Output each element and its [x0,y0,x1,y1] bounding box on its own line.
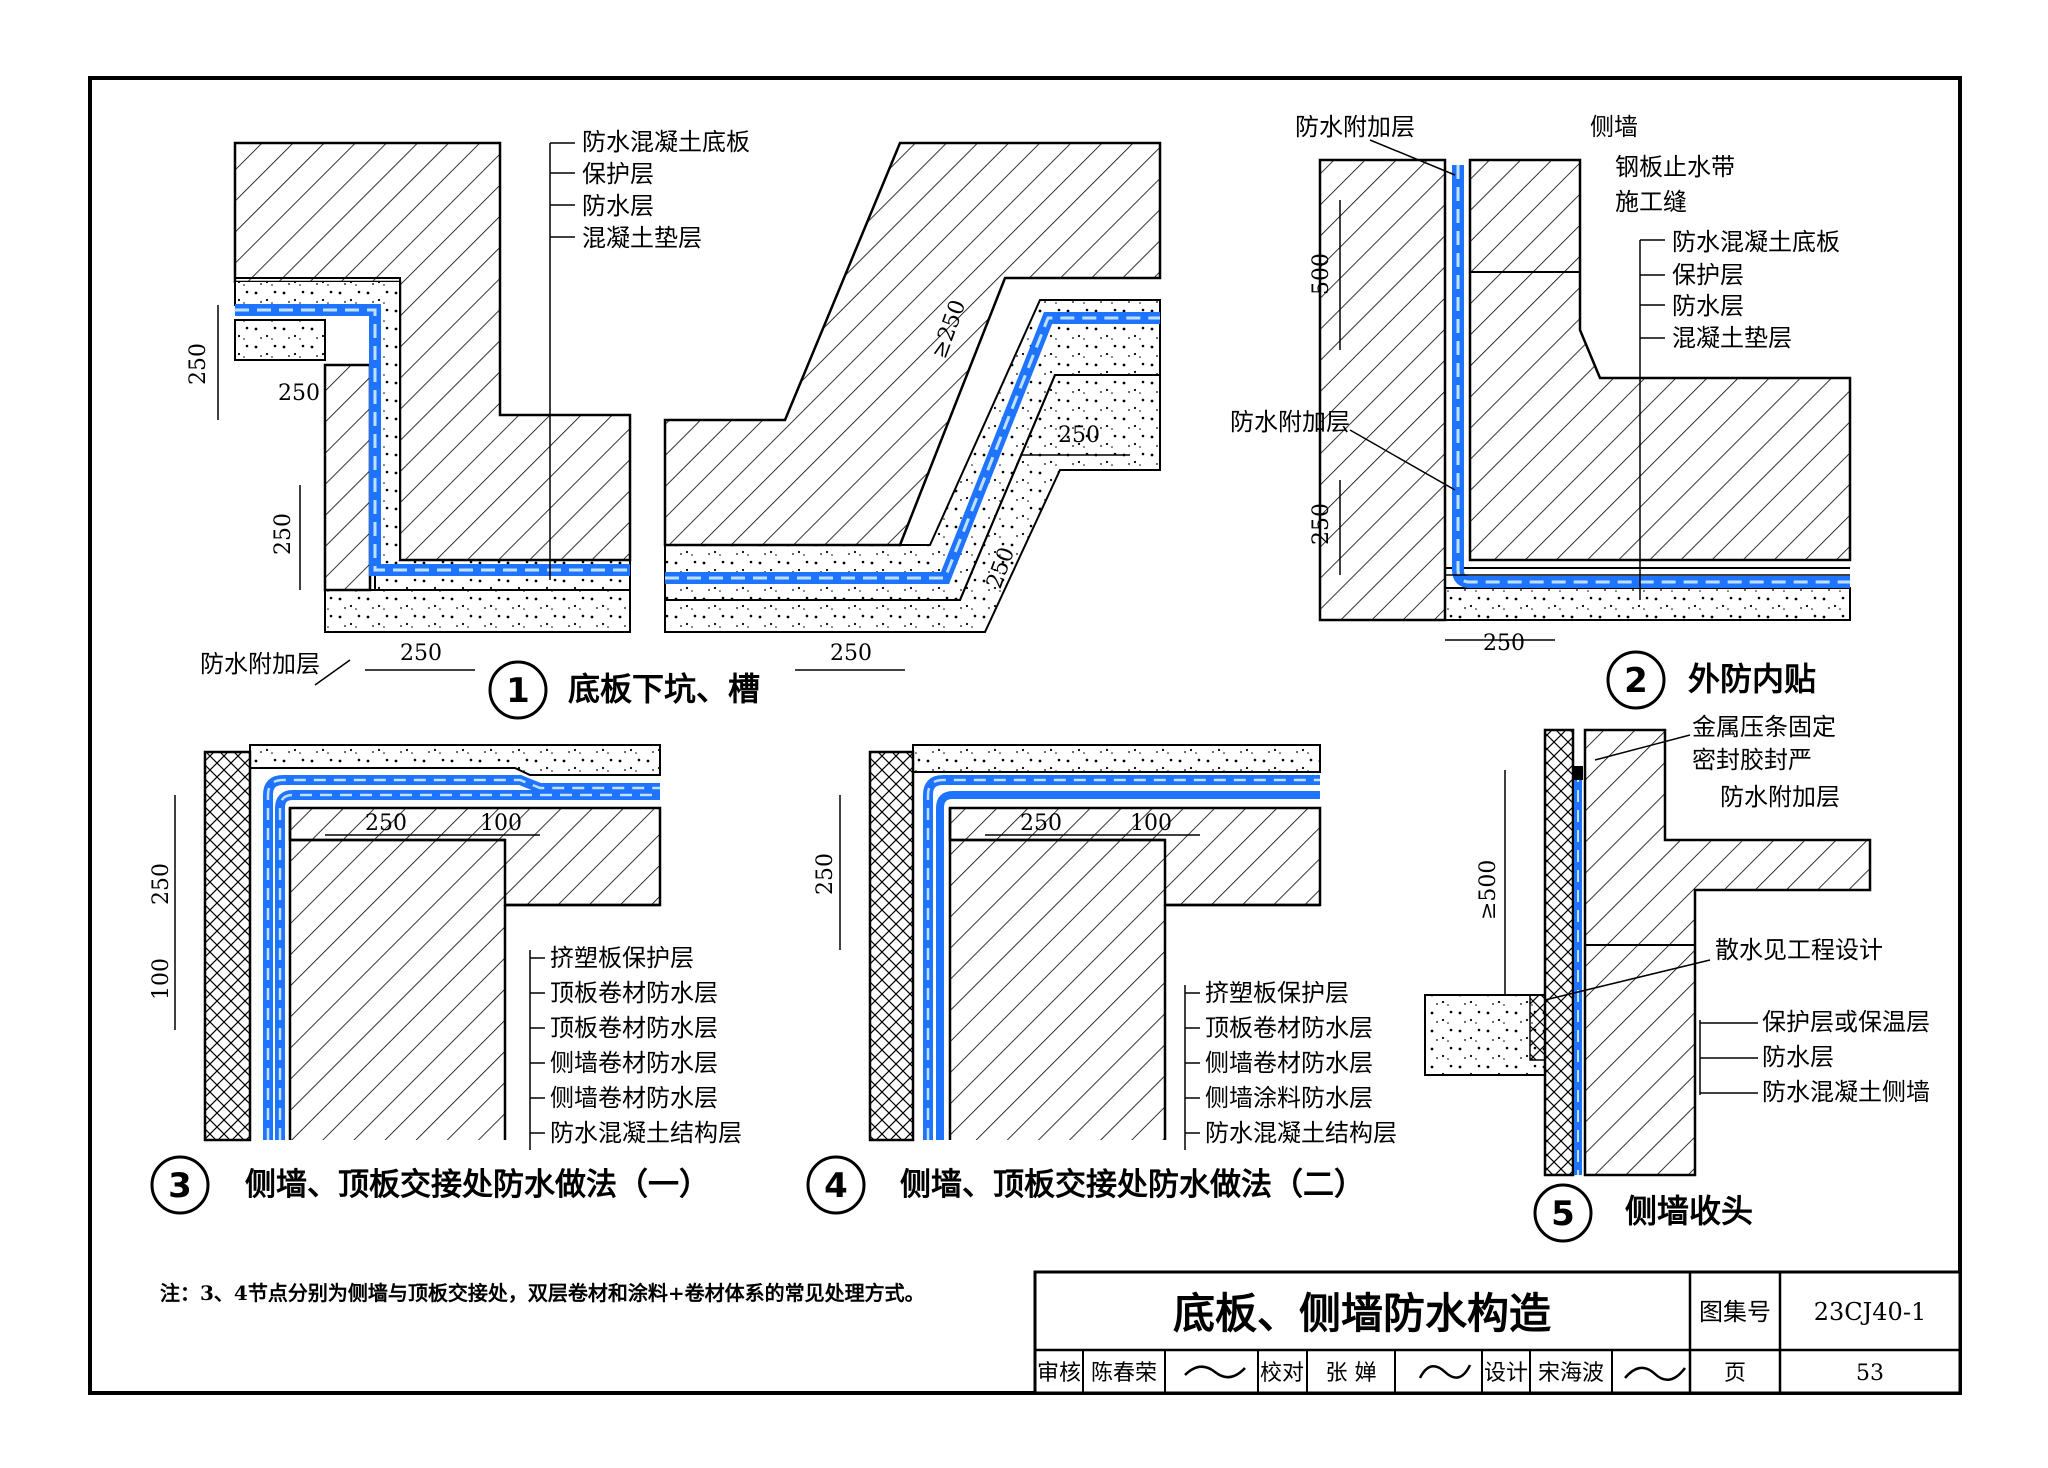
detail-2-drawing [1318,139,1852,641]
design-label: 设计 [1484,1361,1528,1386]
detail-1-dim-d: 250 [400,641,442,666]
detail-1-label-3: 混凝土垫层 [582,224,702,252]
detail-2-label-0: 防水混凝土底板 [1672,228,1840,256]
detail-3-label-1: 顶板卷材防水层 [550,979,718,1007]
detail-1-dim-f: 250 [1058,423,1100,448]
detail-3-title: 侧墙、顶板交接处防水做法（一） [245,1167,710,1203]
atlas-number: 23CJ40-1 [1814,1298,1926,1326]
detail-3-drawing [174,744,662,1150]
detail-4-title: 侧墙、顶板交接处防水做法（二） [900,1167,1365,1203]
detail-4-label-2: 侧墙卷材防水层 [1205,1049,1373,1077]
detail-3-number: 3 [168,1166,192,1206]
detail-5-label-0: 散水见工程设计 [1715,936,1883,964]
detail-2-top-label-1: 侧墙 [1590,113,1638,141]
detail-1-label-0: 防水混凝土底板 [582,128,750,156]
reviewer-signature [1184,1365,1246,1379]
detail-3-label-5: 防水混凝土结构层 [550,1119,742,1147]
review-label: 审核 [1037,1361,1081,1386]
detail-3-label-4: 侧墙卷材防水层 [550,1084,718,1112]
checker-name: 张 婵 [1326,1361,1377,1386]
detail-3-number-circle [150,1155,210,1215]
detail-2-dim-c: 250 [1483,631,1525,656]
page-label: 页 [1724,1361,1746,1386]
checker-signature [1418,1364,1472,1379]
detail-5-number: 5 [1551,1194,1575,1234]
detail-1-dim-b: 250 [278,381,320,406]
detail-2-number: 2 [1624,661,1648,701]
detail-5-top-label-0: 金属压条固定 [1692,713,1836,741]
detail-3-dim-a: 250 [149,863,174,905]
detail-4-label-4: 防水混凝土结构层 [1205,1119,1397,1147]
detail-1-extra-label: 防水附加层 [200,650,320,678]
detail-1-number: 1 [506,671,530,711]
detail-3-label-0: 挤塑板保护层 [550,944,694,972]
detail-4-label-0: 挤塑板保护层 [1205,979,1349,1007]
detail-5-label-2: 防水层 [1762,1043,1834,1071]
detail-1-title: 底板下坑、槽 [568,670,760,708]
atlas-label: 图集号 [1699,1298,1771,1326]
sheet-title: 底板、侧墙防水构造 [1173,1289,1551,1338]
detail-2-label-2: 防水层 [1672,292,1744,320]
detail-3-label-3: 侧墙卷材防水层 [550,1049,718,1077]
detail-1-dim-e: 250 [830,641,872,666]
detail-4-label-3: 侧墙涂料防水层 [1205,1084,1373,1112]
detail-5-dim-a: ≥500 [1476,860,1501,920]
detail-4-dim-c: 250 [1020,811,1062,836]
detail-2-title: 外防内贴 [1688,660,1816,698]
page-number: 53 [1856,1361,1884,1386]
detail-2-top-label-2: 钢板止水带 [1615,153,1735,181]
detail-1-label-1: 保护层 [582,160,654,188]
detail-5-label-1: 保护层或保温层 [1762,1008,1930,1036]
reviewer-name: 陈春荣 [1091,1361,1157,1386]
detail-3-dim-c: 250 [365,811,407,836]
title-block [1033,1270,1962,1395]
detail-2-label-3: 混凝土垫层 [1672,324,1792,352]
detail-2-dim-b: 250 [1309,503,1334,545]
detail-1-dim-a: 250 [186,343,211,385]
detail-2-extra-label: 防水附加层 [1230,408,1350,436]
check-label: 校对 [1260,1361,1304,1386]
detail-2-top-label-3: 施工缝 [1615,188,1687,216]
designer-name: 宋海波 [1538,1361,1604,1386]
detail-4-label-1: 顶板卷材防水层 [1205,1014,1373,1042]
detail-2-number-circle [1606,650,1666,710]
detail-5-title: 侧墙收头 [1625,1192,1753,1230]
detail-1-number-circle [488,660,548,720]
detail-1-dim-c: 250 [271,513,296,555]
detail-4-number: 4 [824,1166,848,1206]
detail-4-dim-b: 100 [1130,811,1172,836]
detail-5-label-3: 防水混凝土侧墙 [1762,1078,1930,1106]
designer-signature [1624,1366,1686,1381]
detail-1-drawing [217,141,1162,686]
detail-5-drawing [1424,728,1872,1177]
detail-3-dim-d: 100 [480,811,522,836]
detail-2-dim-a: 500 [1309,253,1334,295]
detail-5-number-circle [1533,1183,1593,1243]
detail-2-label-1: 保护层 [1672,261,1744,289]
detail-5-top-label-1: 密封胶封严 [1692,746,1812,774]
detail-4-dim-a: 250 [813,853,838,895]
detail-3-label-2: 顶板卷材防水层 [550,1014,718,1042]
detail-5-top-label-2: 防水附加层 [1720,783,1840,811]
detail-3-dim-b: 100 [149,958,174,1000]
drawing-note: 注：3、4节点分别为侧墙与顶板交接处，双层卷材和涂料+卷材体系的常见处理方式。 [160,1281,925,1305]
detail-4-number-circle [806,1155,866,1215]
detail-2-top-label-0: 防水附加层 [1295,113,1415,141]
detail-4-drawing [839,744,1322,1150]
sheet-border [88,76,1962,1395]
detail-1-label-2: 防水层 [582,192,654,220]
